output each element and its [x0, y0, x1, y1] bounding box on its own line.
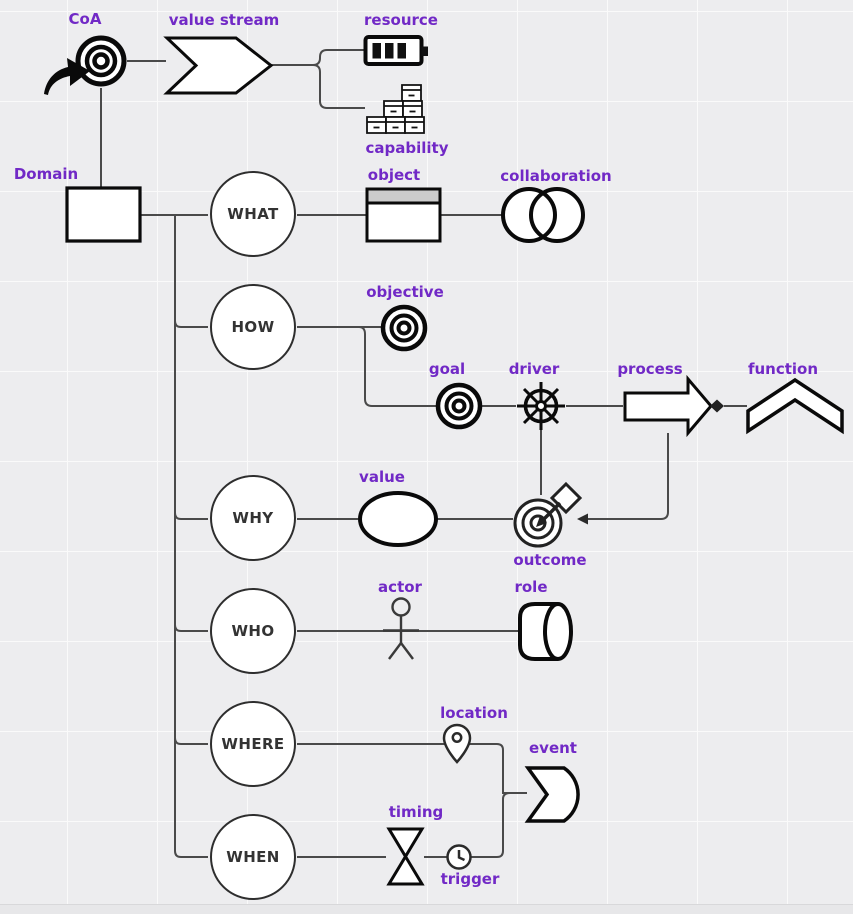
value-stream-shape[interactable]: [167, 38, 271, 93]
outcome-target-dart-icon[interactable]: [515, 484, 580, 546]
location-pin-icon[interactable]: [444, 725, 470, 762]
label-collaboration: collaboration: [500, 167, 612, 185]
label-function: function: [747, 360, 819, 378]
goal-target-icon[interactable]: [438, 385, 480, 427]
timing-hourglass-icon[interactable]: [389, 829, 422, 884]
edge-split-resource[interactable]: [313, 50, 364, 65]
label-domain: Domain: [13, 165, 79, 183]
question-circle-what[interactable]: WHAT: [210, 171, 296, 257]
label-role: role: [514, 578, 548, 596]
label-actor: actor: [378, 578, 422, 596]
edge-trunk[interactable]: [175, 215, 208, 857]
label-capability: capability: [365, 139, 449, 157]
objective-target-icon[interactable]: [383, 307, 425, 349]
question-circle-who[interactable]: WHO: [210, 588, 296, 674]
curved-arrow-icon[interactable]: [44, 58, 90, 95]
driver-helm-wheel-icon[interactable]: [517, 382, 565, 430]
arrowhead-outcome: [577, 513, 588, 525]
canvas-bottom-edge: [0, 904, 853, 914]
actor-stick-figure-icon[interactable]: [383, 599, 419, 660]
edge-trunk-why[interactable]: [175, 513, 208, 519]
label-location: location: [440, 704, 508, 722]
value-ellipse-shape[interactable]: [360, 493, 436, 545]
edge-how-goal[interactable]: [359, 327, 436, 406]
connectors: [101, 50, 747, 857]
label-coa: CoA: [68, 10, 102, 28]
battery-icon[interactable]: [366, 37, 429, 64]
role-cylinder-icon[interactable]: [520, 604, 571, 659]
label-outcome: outcome: [513, 551, 587, 569]
trigger-clock-icon[interactable]: [448, 846, 471, 869]
edge-trunk-how[interactable]: [175, 321, 208, 327]
edge-location-event[interactable]: [469, 744, 527, 793]
label-object: object: [367, 166, 421, 184]
label-goal: goal: [428, 360, 466, 378]
label-event: event: [529, 739, 577, 757]
question-circle-where[interactable]: WHERE: [210, 701, 296, 787]
label-trigger: trigger: [440, 870, 500, 888]
edge-process-outcome[interactable]: [586, 433, 668, 519]
edge-trunk-where[interactable]: [175, 738, 208, 744]
label-value-stream: value stream: [168, 11, 280, 29]
domain-shape[interactable]: [67, 188, 140, 241]
label-resource: resource: [364, 11, 438, 29]
aggregation-diamond: [710, 399, 724, 413]
stacked-crates-icon[interactable]: [367, 85, 424, 133]
label-process: process: [617, 360, 683, 378]
question-circle-how[interactable]: HOW: [210, 284, 296, 370]
coa-target-icon[interactable]: [78, 38, 124, 84]
process-arrow-shape[interactable]: [625, 379, 711, 433]
label-objective: objective: [366, 283, 444, 301]
question-circle-why[interactable]: WHY: [210, 475, 296, 561]
question-circle-when[interactable]: WHEN: [210, 814, 296, 900]
event-shape[interactable]: [528, 768, 578, 821]
label-timing: timing: [388, 803, 444, 821]
label-driver: driver: [508, 360, 560, 378]
edge-trunk-who[interactable]: [175, 625, 208, 631]
edge-split-capability[interactable]: [313, 65, 365, 108]
function-chevron-shape[interactable]: [748, 380, 842, 431]
label-value: value: [359, 468, 405, 486]
object-shape[interactable]: [367, 189, 440, 241]
edge-trigger-event[interactable]: [471, 793, 510, 857]
collaboration-circles-icon[interactable]: [503, 189, 583, 241]
